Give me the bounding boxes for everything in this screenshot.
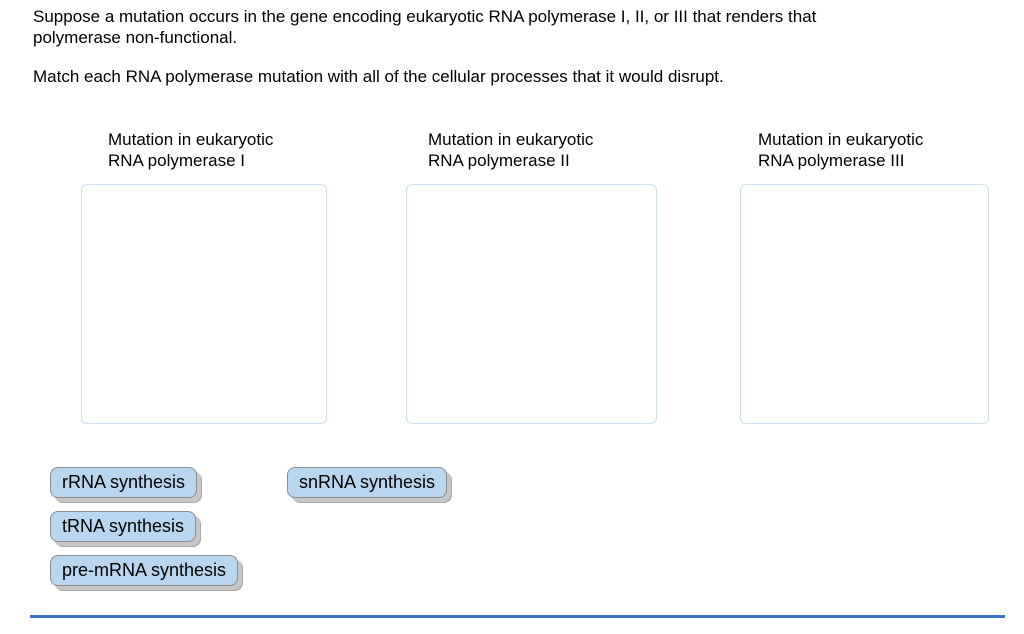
dropzone-rna-pol-3[interactable]: [740, 184, 989, 424]
divider-line: [30, 615, 1005, 618]
token-rrna-synthesis[interactable]: rRNA synthesis: [50, 467, 198, 498]
token-pre-mrna-synthesis[interactable]: pre-mRNA synthesis: [50, 555, 239, 586]
instruction-paragraph-1: Suppose a mutation occurs in the gene en…: [33, 6, 816, 48]
column-header-line: Mutation in eukaryotic: [758, 130, 924, 149]
column-header-line: Mutation in eukaryotic: [108, 130, 274, 149]
token-snrna-synthesis[interactable]: snRNA synthesis: [287, 467, 448, 498]
column-header-rna-pol-3: Mutation in eukaryotic RNA polymerase II…: [758, 129, 923, 171]
column-header-rna-pol-1: Mutation in eukaryotic RNA polymerase I: [108, 129, 273, 171]
column-header-line: RNA polymerase III: [758, 151, 905, 170]
dropzone-rna-pol-1[interactable]: [81, 184, 327, 424]
dropzone-rna-pol-2[interactable]: [406, 184, 657, 424]
column-header-line: Mutation in eukaryotic: [428, 130, 594, 149]
instruction-paragraph-2: Match each RNA polymerase mutation with …: [33, 66, 724, 87]
column-header-line: RNA polymerase II: [428, 151, 570, 170]
column-header-rna-pol-2: Mutation in eukaryotic RNA polymerase II: [428, 129, 593, 171]
instruction-line: polymerase non-functional.: [33, 28, 238, 47]
column-header-line: RNA polymerase I: [108, 151, 245, 170]
token-trna-synthesis[interactable]: tRNA synthesis: [50, 511, 197, 542]
instruction-line: Suppose a mutation occurs in the gene en…: [33, 7, 817, 26]
instruction-line: Match each RNA polymerase mutation with …: [33, 67, 724, 86]
